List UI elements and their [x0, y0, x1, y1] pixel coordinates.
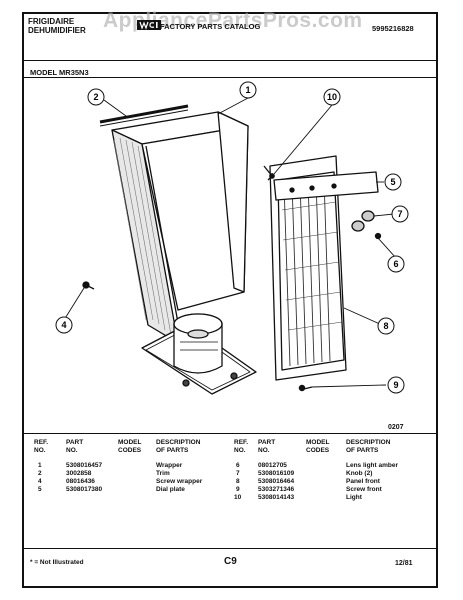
row-part-number: 08012705	[258, 462, 287, 469]
trim-part	[99, 104, 189, 127]
page-frame	[22, 12, 438, 588]
callout-10: 10	[327, 92, 337, 102]
row-description: Knob (2)	[346, 470, 373, 477]
knob-part	[351, 210, 375, 232]
catalog-title: FACTORY PARTS CATALOG	[160, 22, 261, 31]
row-part-number: 3002858	[66, 470, 92, 477]
screw-front-part	[298, 384, 313, 392]
row-description: Lens light amber	[346, 462, 399, 469]
row-ref: 1	[38, 462, 42, 469]
callout-5: 5	[390, 177, 395, 187]
row-description: Trim	[156, 470, 170, 477]
row-description: Screw wrapper	[156, 478, 203, 485]
row-part-number: 5308014143	[258, 494, 295, 501]
panel-front-part	[269, 155, 347, 381]
header-ref-right: REF.NO.	[234, 439, 249, 454]
page-number: C9	[224, 556, 237, 567]
row-ref: 7	[236, 470, 240, 477]
not-illustrated-note: * = Not Illustrated	[30, 559, 84, 566]
callout-2: 2	[93, 92, 98, 102]
callout-7: 7	[397, 209, 402, 219]
row-part-number: 5303271346	[258, 486, 295, 493]
wci-logo-icon	[137, 20, 161, 30]
row-description: Dial plate	[156, 486, 185, 493]
revision-date: 12/81	[395, 560, 413, 567]
row-part-number: 5308017380	[66, 486, 103, 493]
row-ref: 10	[234, 494, 242, 501]
exploded-parts-diagram: 1 2 4 5 6 7 8 9 10	[55, 81, 409, 395]
model-rule	[22, 77, 438, 78]
row-description: Light	[346, 494, 362, 501]
brand-name: FRIGIDAIRE	[28, 17, 75, 26]
lens-part	[374, 232, 382, 240]
row-ref: 4	[38, 478, 42, 485]
callout-9: 9	[393, 380, 398, 390]
row-ref: 9	[236, 486, 240, 493]
row-part-number: 5308016464	[258, 478, 295, 485]
footer-rule	[22, 548, 438, 549]
watermark: AppliancePartsPros.com	[103, 9, 363, 32]
row-part-number: 5308016457	[66, 462, 103, 469]
brand-block: FRIGIDAIRE DEHUMIDIFIER	[28, 17, 86, 35]
row-description: Panel front	[346, 478, 380, 485]
model-label: MODEL MR35N3	[30, 68, 89, 77]
light-part	[263, 165, 275, 181]
catalog-number: 5995216828	[372, 24, 414, 33]
callout-4: 4	[61, 320, 66, 330]
dial-plate-part	[273, 171, 379, 201]
row-ref: 8	[236, 478, 240, 485]
callout-1: 1	[245, 85, 250, 95]
callout-6: 6	[393, 259, 398, 269]
product-type: DEHUMIDIFIER	[28, 26, 86, 35]
screw-wrapper-part	[82, 281, 95, 290]
row-description: Screw front	[346, 486, 382, 493]
header-ref-left: REF.NO.	[34, 439, 49, 454]
row-ref: 5	[38, 486, 42, 493]
wrapper-part	[111, 111, 249, 344]
diagram-code: 0207	[388, 424, 404, 431]
callout-8: 8	[383, 321, 388, 331]
header-rule	[22, 60, 438, 61]
row-description: Wrapper	[156, 462, 183, 469]
row-ref: 6	[236, 462, 240, 469]
table-top-rule	[22, 433, 438, 434]
row-part-number: 08016436	[66, 478, 95, 485]
compressor-assembly	[141, 313, 257, 395]
row-part-number: 5308016109	[258, 470, 295, 477]
row-ref: 2	[38, 470, 42, 477]
